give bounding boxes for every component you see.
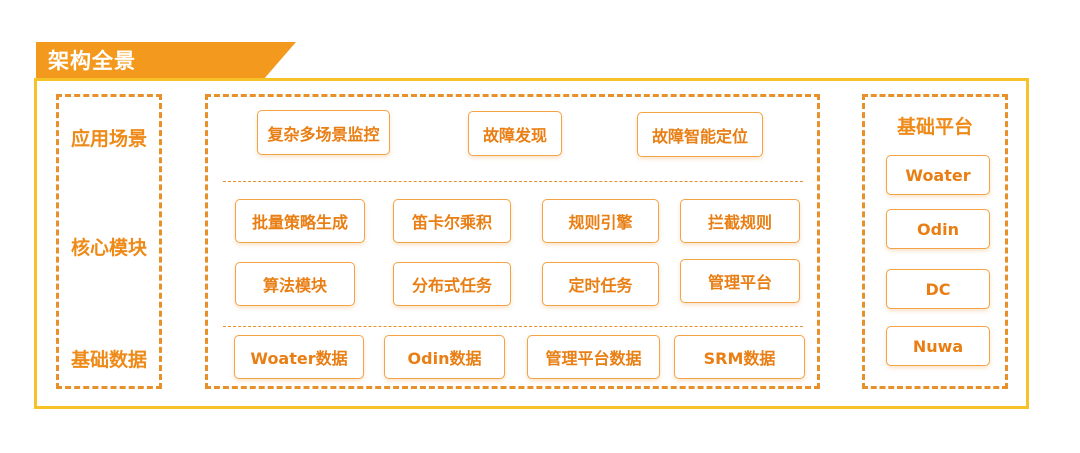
data-item: 管理平台数据 — [527, 335, 660, 379]
scenario-item: 故障发现 — [468, 111, 562, 156]
title-tab — [36, 42, 296, 78]
core-item: 拦截规则 — [680, 199, 800, 243]
core-item: 规则引擎 — [542, 199, 659, 243]
data-item: SRM数据 — [674, 335, 805, 379]
platform-title: 基础平台 — [896, 116, 973, 138]
core-item: 管理平台 — [680, 259, 800, 303]
row-label-scenario: 应用场景 — [70, 128, 147, 150]
separator-core-data — [223, 326, 803, 327]
row-labels-box — [56, 94, 162, 389]
platform-item: DC — [886, 269, 990, 309]
core-item: 定时任务 — [542, 262, 659, 306]
content-box — [205, 94, 820, 389]
scenario-item: 复杂多场景监控 — [257, 110, 390, 155]
platform-box — [862, 94, 1008, 389]
row-label-core: 核心模块 — [70, 237, 147, 259]
outer-frame — [34, 78, 1029, 409]
data-item: Woater数据 — [234, 335, 364, 379]
diagram-title: 架构全景 — [48, 49, 136, 73]
platform-item: Odin — [886, 209, 990, 249]
separator-scenario-core — [223, 181, 803, 182]
core-item: 批量策略生成 — [235, 199, 365, 243]
core-item: 笛卡尔乘积 — [393, 199, 511, 243]
row-label-data: 基础数据 — [70, 349, 147, 371]
platform-item: Woater — [886, 155, 990, 195]
core-item: 分布式任务 — [393, 262, 511, 306]
core-item: 算法模块 — [235, 262, 355, 306]
scenario-item: 故障智能定位 — [637, 112, 763, 157]
data-item: Odin数据 — [384, 335, 505, 379]
platform-item: Nuwa — [886, 326, 990, 366]
